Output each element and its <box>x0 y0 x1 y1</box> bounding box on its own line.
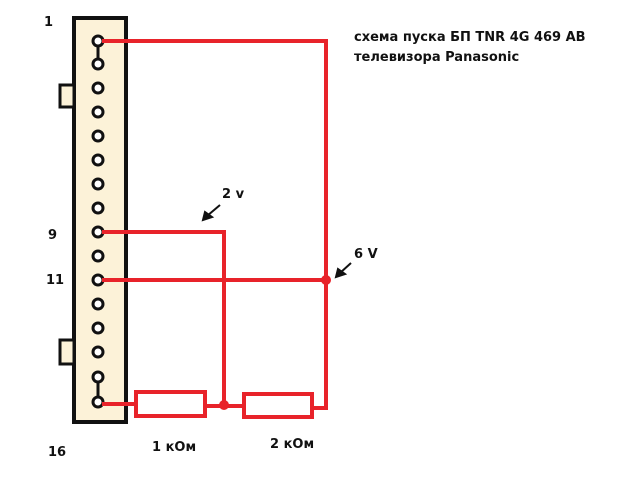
resistor-1k <box>134 390 207 418</box>
voltage-label-2v: 2 v <box>222 187 245 202</box>
pin-7 <box>91 177 105 191</box>
pin-9 <box>91 225 105 239</box>
junction-middle <box>219 400 229 410</box>
pin-4 <box>91 105 105 119</box>
pin-12 <box>91 297 105 311</box>
wires <box>102 39 328 410</box>
pin-2 <box>91 57 105 71</box>
diagram-title-line2: телевизора Panasonic <box>354 50 520 65</box>
wire-pin9 <box>102 230 226 407</box>
pin-5 <box>91 129 105 143</box>
pin-14 <box>91 345 105 359</box>
arrow-2v <box>201 204 221 222</box>
pin-1 <box>91 34 105 48</box>
pin-13 <box>91 321 105 335</box>
junction-right <box>321 275 331 285</box>
pin-16 <box>91 395 105 409</box>
diagram-title-line1: схема пуска БП TNR 4G 469 AB <box>354 30 586 45</box>
pin-3 <box>91 81 105 95</box>
voltage-label-6v: 6 V <box>354 247 378 262</box>
connector-latch-top <box>58 83 76 109</box>
pin-label-16: 16 <box>48 445 67 460</box>
pin-6 <box>91 153 105 167</box>
connector-pins <box>91 34 105 409</box>
pin-label-11: 11 <box>46 273 65 288</box>
connector-latch-bottom <box>58 338 76 366</box>
pin-label-1: 1 <box>44 15 54 30</box>
resistor-label-1k: 1 кОм <box>152 440 197 455</box>
pin-label-9: 9 <box>48 228 58 243</box>
pin-10 <box>91 249 105 263</box>
pin-8 <box>91 201 105 215</box>
wire-pin1 <box>102 39 328 410</box>
resistor-label-2k: 2 кОм <box>270 437 315 452</box>
arrow-6v <box>334 262 352 279</box>
pin-11 <box>91 273 105 287</box>
connector-body <box>72 16 128 424</box>
resistor-2k <box>242 392 314 419</box>
pin-15 <box>91 370 105 384</box>
